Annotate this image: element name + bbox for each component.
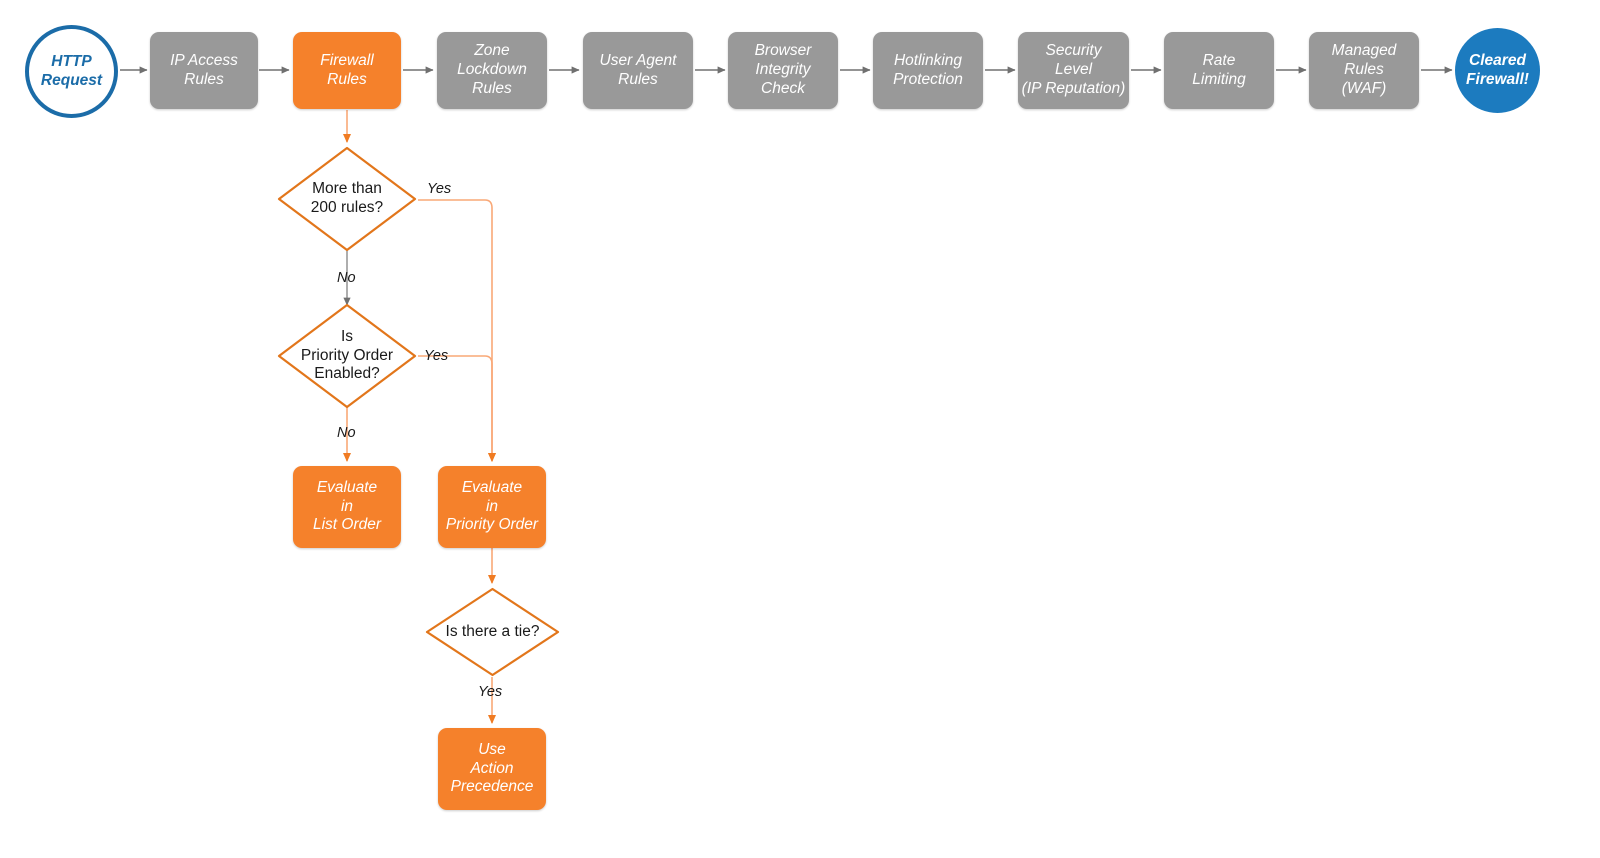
node-rate-limiting[interactable]: Rate Limiting (1164, 32, 1274, 109)
edge-label-tie-yes: Yes (478, 684, 503, 700)
node-rate-limiting-label: Rate Limiting (1192, 51, 1246, 88)
node-decision-more-than-200-rules[interactable]: More than 200 rules? (276, 145, 418, 253)
node-managed-rules-waf-label: Managed Rules (WAF) (1331, 42, 1397, 97)
node-use-action-precedence-label: Use Action Precedence (450, 740, 534, 796)
diamond-shape (277, 303, 417, 409)
node-zone-lockdown-rules[interactable]: Zone Lockdown Rules (437, 32, 547, 109)
node-decision-is-there-a-tie-label: Is there a tie? (445, 622, 540, 640)
node-decision-is-there-a-tie[interactable]: Is there a tie? (424, 586, 561, 678)
edge-200-yes-to-priority-order (418, 199, 496, 462)
edge-label-more-than-200-no: No (337, 270, 356, 286)
node-user-agent-rules-label: User Agent Rules (599, 51, 677, 88)
node-ip-access-rules-label: IP Access Rules (170, 51, 238, 88)
edge-priority-yes-to-priority-order (418, 355, 496, 462)
node-zone-lockdown-rules-label: Zone Lockdown Rules (457, 42, 527, 97)
edge-label-priority-order-yes: Yes (424, 348, 449, 364)
node-managed-rules-waf[interactable]: Managed Rules (WAF) (1309, 32, 1419, 109)
node-security-level-label: Security Level (IP Reputation) (1021, 42, 1126, 97)
node-evaluate-priority-order[interactable]: Evaluate in Priority Order (438, 466, 546, 548)
node-hotlinking-protection[interactable]: Hotlinking Protection (873, 32, 983, 109)
node-user-agent-rules[interactable]: User Agent Rules (583, 32, 693, 109)
node-ip-access-rules[interactable]: IP Access Rules (150, 32, 258, 109)
node-evaluate-list-order[interactable]: Evaluate in List Order (293, 466, 401, 548)
node-browser-integrity-check[interactable]: Browser Integrity Check (728, 32, 838, 109)
node-cleared-firewall[interactable]: Cleared Firewall! (1455, 28, 1540, 113)
node-use-action-precedence[interactable]: Use Action Precedence (438, 728, 546, 810)
node-hotlinking-protection-label: Hotlinking Protection (893, 51, 963, 88)
edge-label-more-than-200-yes: Yes (427, 181, 452, 197)
node-security-level[interactable]: Security Level (IP Reputation) (1018, 32, 1129, 109)
node-evaluate-priority-order-label: Evaluate in Priority Order (445, 478, 539, 534)
node-firewall-rules[interactable]: Firewall Rules (293, 32, 401, 109)
node-browser-integrity-check-label: Browser Integrity Check (754, 42, 812, 97)
node-evaluate-list-order-label: Evaluate in List Order (312, 478, 382, 534)
node-cleared-firewall-label: Cleared Firewall! (1466, 51, 1529, 88)
edge-label-priority-order-no: No (337, 425, 356, 441)
node-http-request-label: HTTP Request (40, 52, 103, 89)
node-decision-more-than-200-rules-label: More than 200 rules? (310, 180, 384, 216)
diamond-shape (277, 146, 417, 252)
diamond-shape (425, 587, 560, 677)
node-http-request[interactable]: HTTP Request (25, 25, 118, 118)
node-decision-priority-order-enabled-label: Is Priority Order Enabled? (300, 327, 394, 383)
node-decision-priority-order-enabled[interactable]: Is Priority Order Enabled? (276, 302, 418, 410)
node-firewall-rules-label: Firewall Rules (320, 51, 374, 88)
